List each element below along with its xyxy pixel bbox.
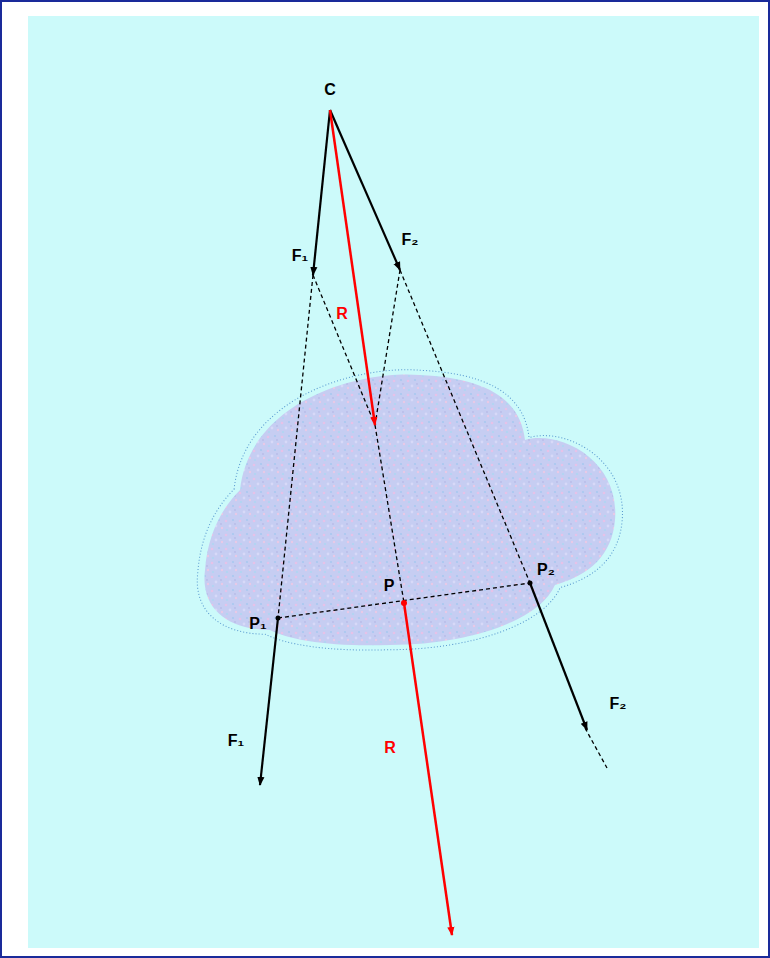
construction-lines [278, 270, 607, 768]
point-label: P [383, 577, 396, 595]
force-label: F₁ [291, 247, 309, 265]
point-label: C [323, 81, 337, 99]
force-label: F₂ [609, 695, 628, 713]
force-label: F₁ [227, 732, 245, 750]
force-label: F₂ [401, 231, 420, 249]
body-outline [197, 370, 622, 650]
point-label: P₁ [248, 615, 267, 633]
application-points [276, 581, 533, 621]
force-vectors [260, 110, 587, 935]
resultant-label: R [335, 305, 349, 323]
point-label: P₂ [536, 561, 556, 579]
background [28, 16, 759, 948]
resultant-label: R [383, 739, 397, 757]
